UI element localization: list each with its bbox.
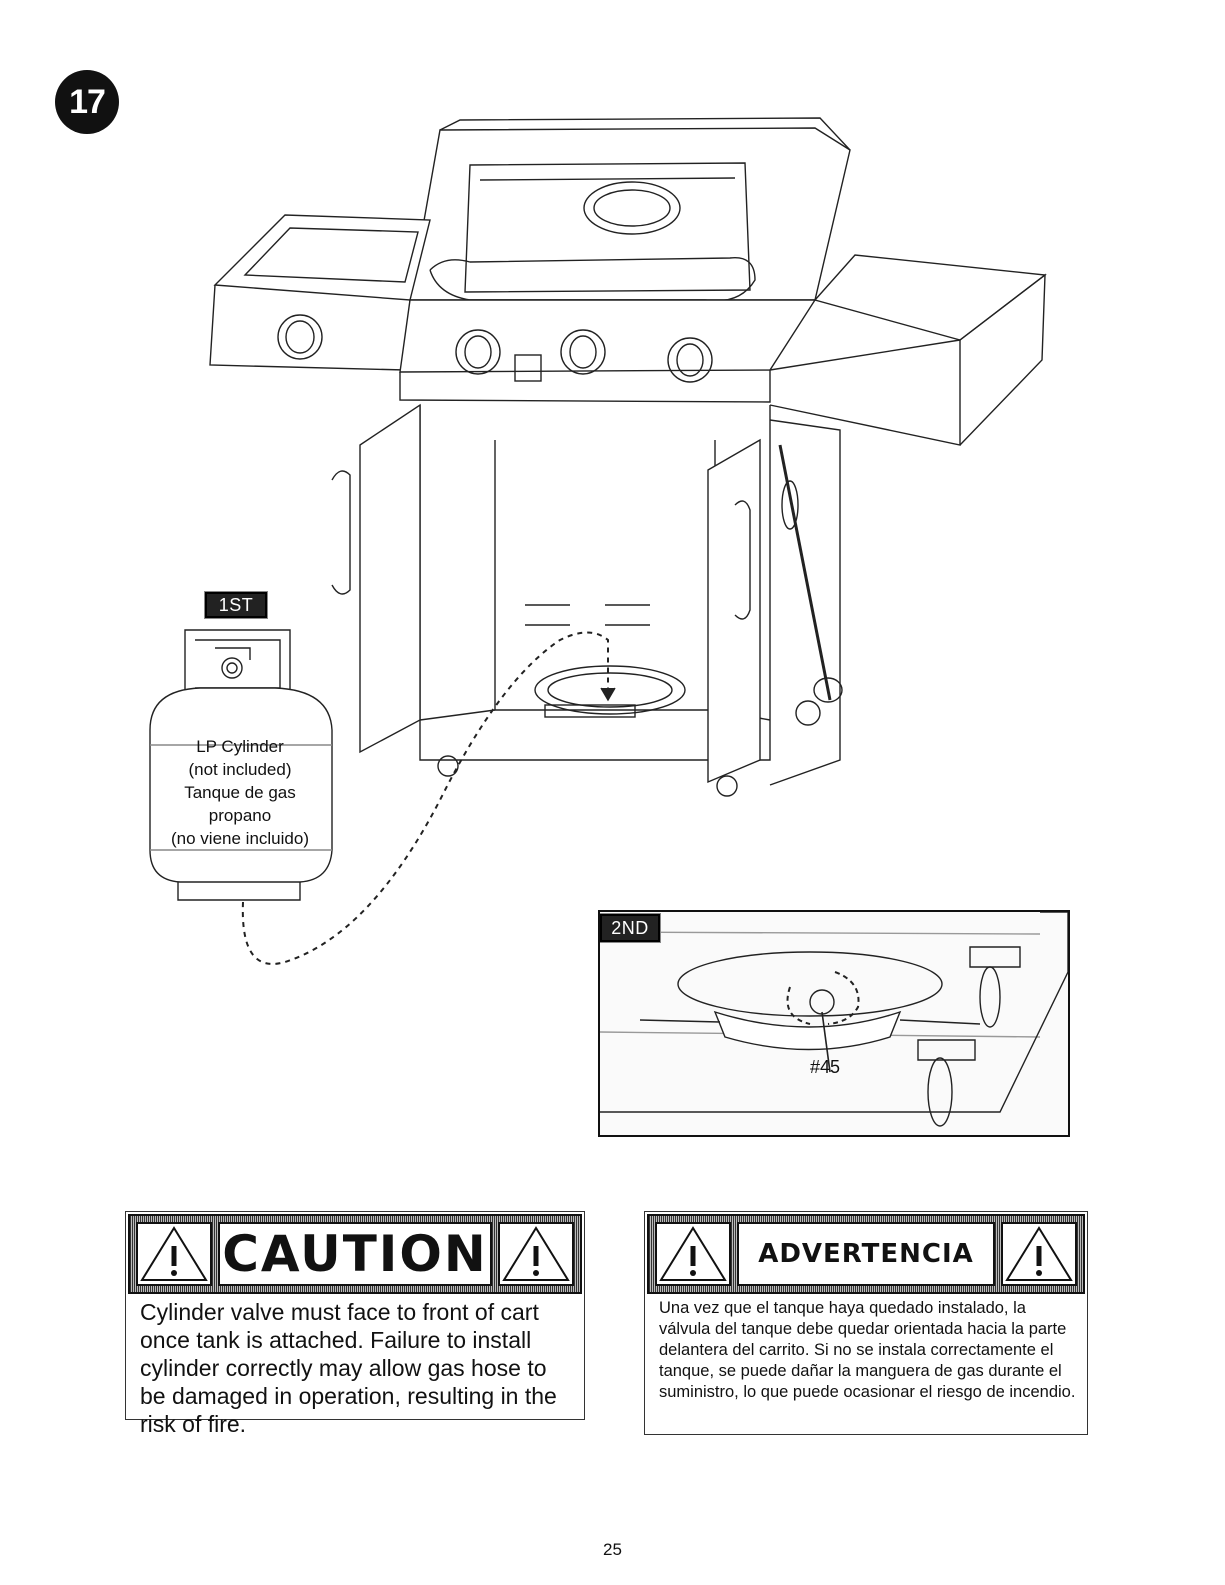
tank-label-line: Tanque de gas xyxy=(184,783,296,802)
advertencia-text: Una vez que el tanque haya quedado insta… xyxy=(659,1299,1076,1401)
part-number-label: #45 xyxy=(810,1057,841,1077)
advertencia-box: ADVERTENCIA Una vez que el tanque haya q… xyxy=(644,1211,1088,1435)
lp-cylinder-label: LP Cylinder (not included) Tanque de gas… xyxy=(150,735,330,850)
grill-illustration xyxy=(149,117,1047,965)
page-number: 25 xyxy=(603,1540,622,1559)
tank-label-line: (not included) xyxy=(188,760,292,779)
warning-triangle-icon xyxy=(498,1222,574,1286)
warning-triangle-icon xyxy=(1001,1222,1077,1286)
detail-inset: 2ND #45 xyxy=(598,910,1070,1137)
caution-title: CAUTION xyxy=(218,1222,492,1286)
advertencia-title: ADVERTENCIA xyxy=(737,1222,995,1286)
tank-label-line: LP Cylinder xyxy=(196,737,284,756)
inset-illustration xyxy=(600,912,1068,1127)
advertencia-header: ADVERTENCIA xyxy=(647,1214,1085,1294)
caution-text: Cylinder valve must face to front of car… xyxy=(140,1299,557,1437)
tank-label-line: (no viene incluido) xyxy=(171,829,309,848)
first-step-tag: 1ST xyxy=(204,591,268,619)
tank-label-line: propano xyxy=(208,806,272,825)
caution-header: CAUTION xyxy=(128,1214,582,1294)
second-step-tag: 2ND xyxy=(600,913,661,943)
warning-triangle-icon xyxy=(136,1222,212,1286)
caution-box: CAUTION Cylinder valve must face to fron… xyxy=(125,1211,585,1437)
step-number-badge: 17 xyxy=(55,70,119,134)
warning-triangle-icon xyxy=(655,1222,731,1286)
